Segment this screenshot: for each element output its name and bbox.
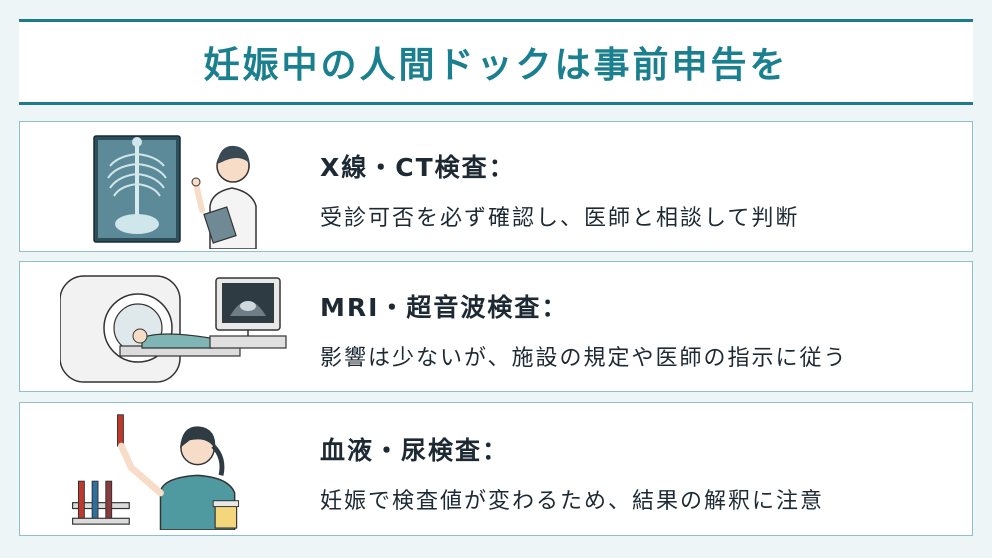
ultrasound-monitor-icon (209, 277, 287, 349)
mri-scanner-icon (60, 275, 241, 383)
card-xray-ct: X線・CT検査： 受診可否を必ず確認し、医師と相談して判断 (19, 121, 973, 252)
xray-doctor-illustration (93, 135, 257, 249)
card-title: MRI・超音波検査： (320, 293, 569, 322)
urine-cup-icon (212, 500, 240, 529)
card-description: 受診可否を必ず確認し、医師と相談して判断 (320, 206, 800, 231)
xray-film-icon (93, 135, 181, 243)
card-blood-urine: 血液・尿検査： 妊娠で検査値が変わるため、結果の解釈に注意 (19, 402, 973, 536)
nurse-test-illustration (72, 414, 240, 530)
card-description: 影響は少ないが、施設の規定や医師の指示に従う (320, 346, 848, 371)
doctor-icon (191, 145, 257, 249)
card-mri-ultrasound: MRI・超音波検査： 影響は少ないが、施設の規定や医師の指示に従う (19, 261, 973, 392)
card-description: 妊娠で検査値が変わるため、結果の解釈に注意 (320, 489, 825, 514)
page-header: 妊娠中の人間ドックは事前申告を (19, 19, 973, 105)
mri-ultrasound-illustration (60, 275, 287, 383)
page-title: 妊娠中の人間ドックは事前申告を (203, 45, 789, 86)
test-tube-rack-icon (72, 480, 130, 525)
card-title: 血液・尿検査： (320, 436, 510, 465)
card-title: X線・CT検査： (320, 153, 516, 182)
